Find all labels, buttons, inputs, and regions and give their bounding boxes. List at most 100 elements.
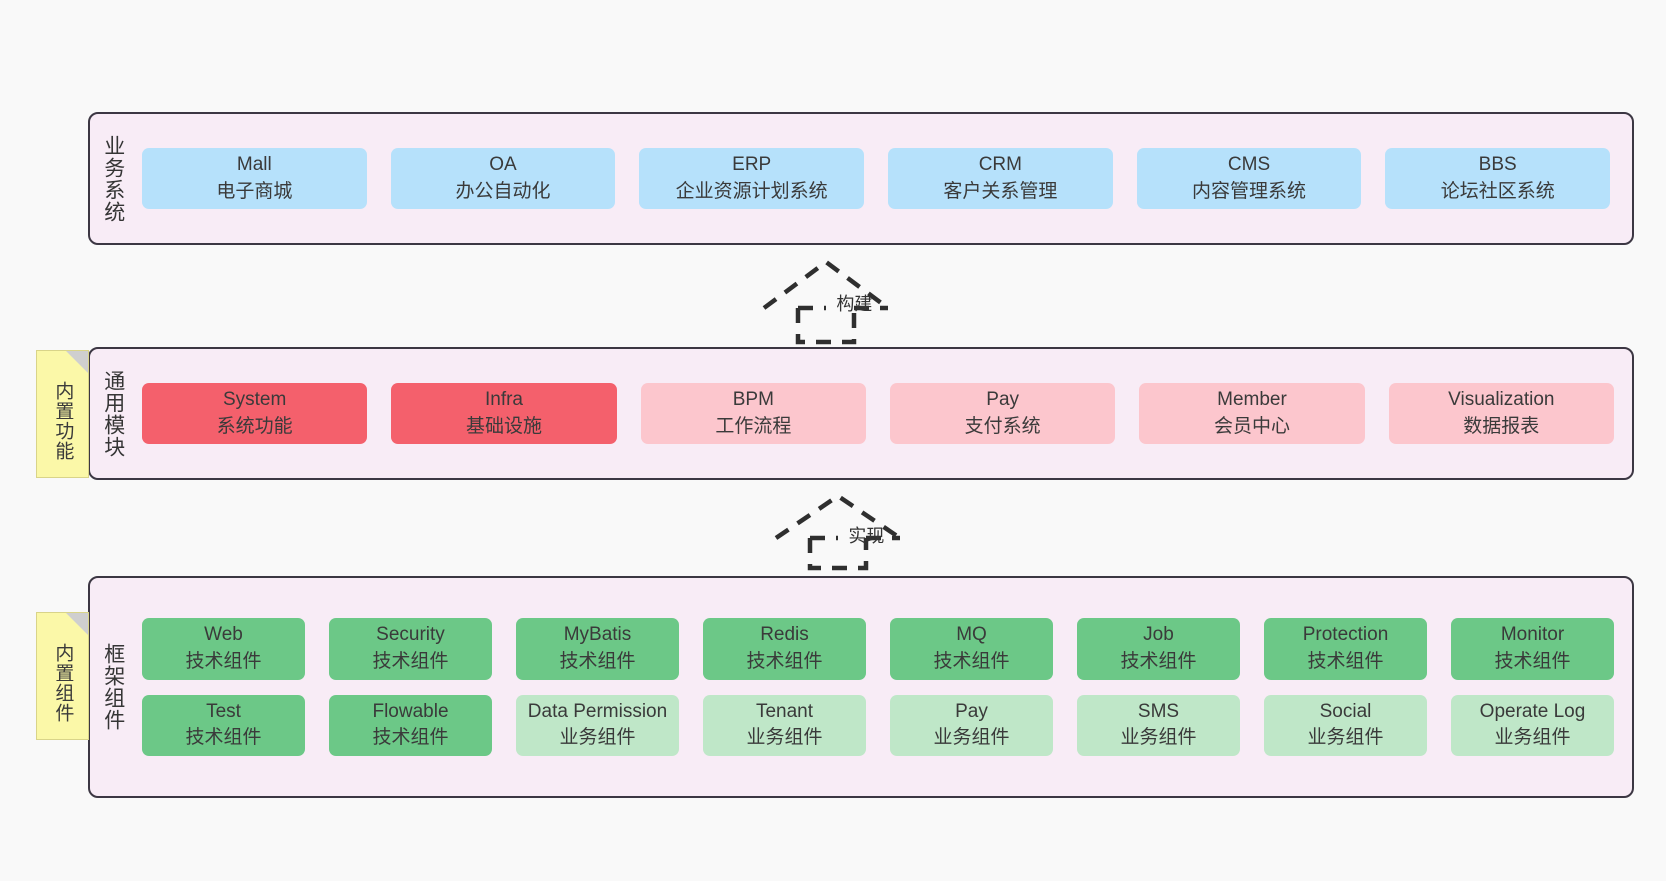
arrow-build: 构建 — [750, 256, 930, 348]
framework-row-2: Test 技术组件 Flowable 技术组件 Data Permission … — [142, 694, 1614, 757]
module-card-visualization[interactable]: Visualization 数据报表 — [1388, 382, 1614, 445]
layer-framework-component: 框架组件 Web 技术组件 Security 技术组件 MyBatis 技术组件… — [88, 576, 1634, 798]
component-card-protection[interactable]: Protection 技术组件 — [1264, 617, 1427, 680]
module-card-system-desc: 系统功能 — [216, 415, 293, 437]
module-card-system-name: System — [222, 388, 287, 410]
component-card-mq[interactable]: MQ 技术组件 — [890, 617, 1053, 680]
layer-business-system-items: Mall 电子商城 OA 办公自动化 ERP 企业资源计划系统 CRM 客户关系… — [136, 114, 1632, 243]
component-card-tenant-desc: 业务组件 — [746, 727, 823, 749]
component-card-job[interactable]: Job 技术组件 — [1077, 617, 1240, 680]
component-card-mybatis[interactable]: MyBatis 技术组件 — [516, 617, 679, 680]
component-card-test-desc: 技术组件 — [185, 727, 262, 749]
module-card-member[interactable]: Member 会员中心 — [1139, 382, 1365, 445]
component-card-web[interactable]: Web 技术组件 — [142, 617, 305, 680]
note-builtin-function: 内置功能 — [36, 350, 89, 478]
component-card-mq-name: MQ — [956, 623, 987, 645]
component-card-security[interactable]: Security 技术组件 — [329, 617, 492, 680]
note-fold-corner-icon — [66, 613, 88, 635]
module-card-infra-desc: 基础设施 — [465, 415, 542, 437]
note-fold-corner-icon — [66, 351, 88, 373]
business-card-mall[interactable]: Mall 电子商城 — [142, 147, 367, 210]
component-card-social-desc: 业务组件 — [1307, 727, 1384, 749]
component-card-flowable-name: Flowable — [372, 700, 449, 722]
component-card-pay-desc: 业务组件 — [933, 727, 1010, 749]
component-card-protection-desc: 技术组件 — [1307, 650, 1384, 672]
business-card-erp-name: ERP — [732, 153, 772, 175]
note-builtin-component: 内置组件 — [36, 612, 89, 740]
component-card-job-desc: 技术组件 — [1120, 650, 1197, 672]
business-card-mall-name: Mall — [236, 153, 272, 175]
module-card-pay-desc: 支付系统 — [964, 415, 1041, 437]
component-card-operate-log-name: Operate Log — [1479, 700, 1586, 722]
component-card-pay[interactable]: Pay 业务组件 — [890, 694, 1053, 757]
business-card-oa-name: OA — [489, 153, 517, 175]
component-card-mq-desc: 技术组件 — [933, 650, 1010, 672]
module-card-pay[interactable]: Pay 支付系统 — [889, 382, 1116, 445]
component-card-mybatis-name: MyBatis — [563, 623, 632, 645]
module-card-infra[interactable]: Infra 基础设施 — [391, 382, 617, 445]
module-card-bpm-desc: 工作流程 — [715, 415, 792, 437]
business-row: Mall 电子商城 OA 办公自动化 ERP 企业资源计划系统 CRM 客户关系… — [142, 147, 1611, 210]
business-card-bbs[interactable]: BBS 论坛社区系统 — [1385, 147, 1611, 210]
module-card-system[interactable]: System 系统功能 — [142, 382, 368, 445]
business-card-crm[interactable]: CRM 客户关系管理 — [888, 147, 1113, 210]
layer-common-module: 通用模块 System 系统功能 Infra 基础设施 BPM 工作流程 Pay… — [88, 347, 1634, 480]
module-card-member-desc: 会员中心 — [1213, 415, 1290, 437]
business-card-erp-desc: 企业资源计划系统 — [675, 180, 828, 202]
component-card-protection-name: Protection — [1302, 623, 1389, 645]
note-builtin-component-label: 内置组件 — [52, 643, 74, 723]
component-card-pay-name: Pay — [955, 700, 988, 722]
business-card-cms-desc: 内容管理系统 — [1192, 180, 1307, 202]
component-card-data-permission[interactable]: Data Permission 业务组件 — [516, 694, 679, 757]
component-card-social-name: Social — [1319, 700, 1372, 722]
layer-business-system: 业务系统 Mall 电子商城 OA 办公自动化 ERP 企业资源计划系统 CRM… — [88, 112, 1634, 245]
component-card-flowable-desc: 技术组件 — [372, 727, 449, 749]
layer-common-module-items: System 系统功能 Infra 基础设施 BPM 工作流程 Pay 支付系统… — [136, 349, 1632, 478]
arrow-implement-label: 实现 — [848, 526, 885, 546]
business-card-cms[interactable]: CMS 内容管理系统 — [1136, 147, 1362, 210]
layer-framework-component-items: Web 技术组件 Security 技术组件 MyBatis 技术组件 Redi… — [136, 578, 1632, 796]
module-card-bpm-name: BPM — [732, 388, 774, 410]
component-card-redis-desc: 技术组件 — [746, 650, 823, 672]
component-card-sms-desc: 业务组件 — [1120, 727, 1197, 749]
module-card-bpm[interactable]: BPM 工作流程 — [640, 382, 866, 445]
component-card-test[interactable]: Test 技术组件 — [142, 694, 305, 757]
component-card-flowable[interactable]: Flowable 技术组件 — [329, 694, 492, 757]
component-card-social[interactable]: Social 业务组件 — [1264, 694, 1427, 757]
component-card-sms-name: SMS — [1137, 700, 1180, 722]
component-card-redis[interactable]: Redis 技术组件 — [703, 617, 866, 680]
arrow-build-label: 构建 — [836, 294, 873, 314]
business-card-oa[interactable]: OA 办公自动化 — [390, 147, 616, 210]
component-card-mybatis-desc: 技术组件 — [559, 650, 636, 672]
component-card-monitor[interactable]: Monitor 技术组件 — [1451, 617, 1614, 680]
component-card-security-desc: 技术组件 — [372, 650, 449, 672]
component-card-security-name: Security — [376, 623, 445, 645]
business-card-crm-name: CRM — [978, 153, 1022, 175]
module-card-pay-name: Pay — [986, 388, 1020, 410]
component-card-web-name: Web — [204, 623, 243, 645]
business-card-bbs-desc: 论坛社区系统 — [1440, 180, 1555, 202]
business-card-cms-name: CMS — [1227, 153, 1271, 175]
arrow-implement: 实现 — [762, 490, 942, 572]
module-card-member-name: Member — [1217, 388, 1287, 410]
component-card-monitor-name: Monitor — [1500, 623, 1565, 645]
framework-row-1: Web 技术组件 Security 技术组件 MyBatis 技术组件 Redi… — [142, 617, 1614, 680]
business-card-mall-desc: 电子商城 — [216, 180, 293, 202]
common-row: System 系统功能 Infra 基础设施 BPM 工作流程 Pay 支付系统… — [142, 382, 1614, 445]
component-card-tenant[interactable]: Tenant 业务组件 — [703, 694, 866, 757]
layer-business-system-label: 业务系统 — [101, 134, 125, 223]
component-card-operate-log[interactable]: Operate Log 业务组件 — [1451, 694, 1614, 757]
component-card-sms[interactable]: SMS 业务组件 — [1077, 694, 1240, 757]
layer-common-module-label: 通用模块 — [101, 369, 125, 458]
module-card-visualization-name: Visualization — [1448, 388, 1555, 410]
layer-framework-component-label: 框架组件 — [101, 643, 125, 731]
module-card-infra-name: Infra — [484, 388, 523, 410]
module-card-visualization-desc: 数据报表 — [1463, 415, 1540, 437]
component-card-job-name: Job — [1143, 623, 1174, 645]
component-card-redis-name: Redis — [760, 623, 809, 645]
component-card-operate-log-desc: 业务组件 — [1494, 727, 1571, 749]
business-card-erp[interactable]: ERP 企业资源计划系统 — [639, 147, 865, 210]
business-card-oa-desc: 办公自动化 — [455, 180, 551, 202]
component-card-data-permission-name: Data Permission — [527, 700, 668, 722]
component-card-test-name: Test — [206, 700, 241, 722]
